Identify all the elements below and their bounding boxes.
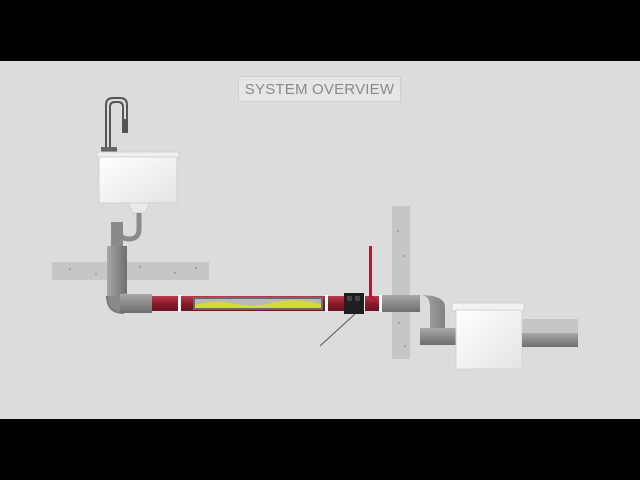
title-badge: SYSTEM OVERVIEW [238, 76, 401, 102]
diagram-stage: SYSTEM OVERVIEW [0, 61, 640, 419]
floor-slab-left [52, 262, 209, 280]
faucet-icon [101, 97, 128, 152]
control-box-icon [319, 293, 364, 347]
wall-vertical [392, 206, 410, 359]
drain-pipe-right [382, 295, 460, 345]
sink-icon [96, 151, 180, 214]
outlet-pipe [522, 333, 578, 347]
heating-cable-vertical [369, 246, 379, 304]
pipe-cutaway-section [193, 297, 323, 310]
page-title: SYSTEM OVERVIEW [244, 80, 395, 98]
system-diagram [52, 97, 578, 370]
grease-trap-icon [451, 302, 525, 370]
